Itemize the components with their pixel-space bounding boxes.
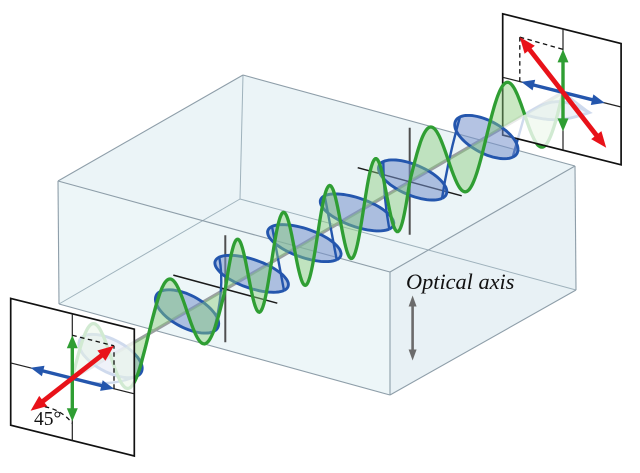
svg-text:Optical axis: Optical axis <box>406 269 514 294</box>
svg-text:45°: 45° <box>34 409 61 430</box>
